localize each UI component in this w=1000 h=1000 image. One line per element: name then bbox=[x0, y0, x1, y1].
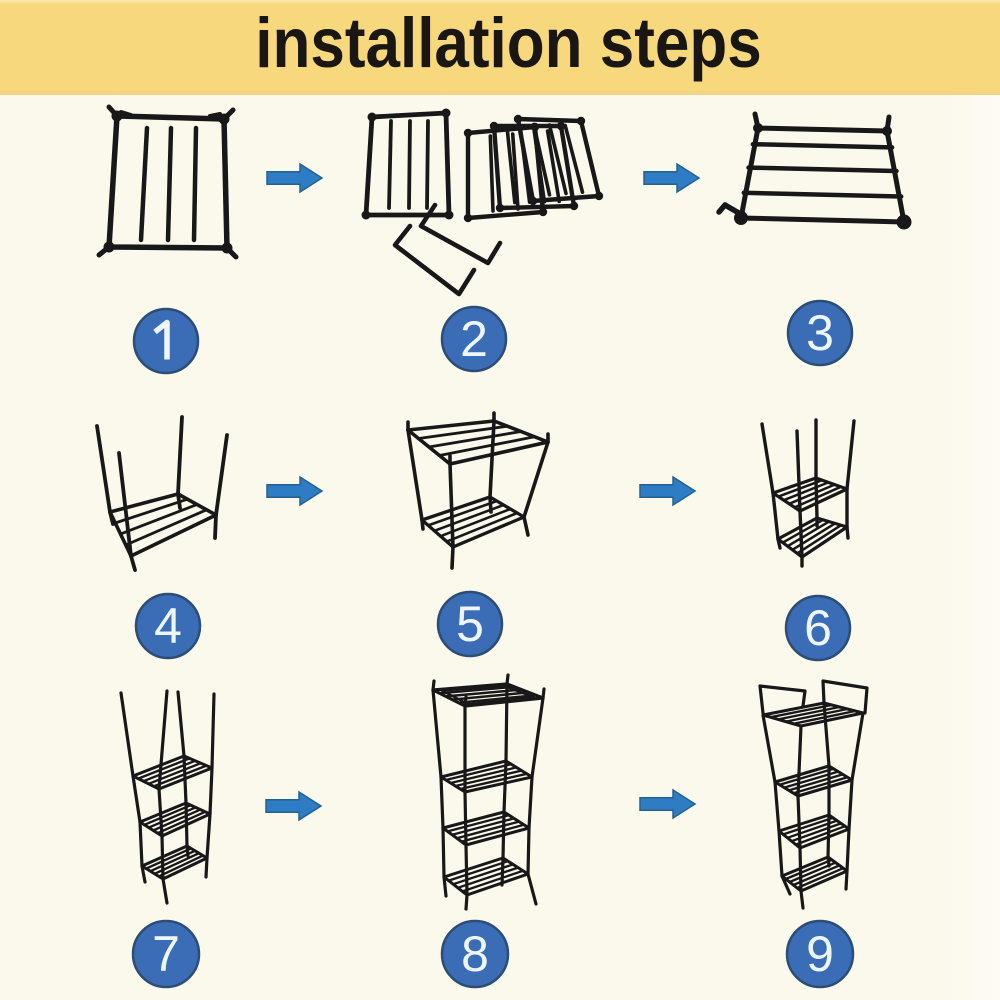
svg-text:2: 2 bbox=[460, 311, 488, 367]
svg-text:4: 4 bbox=[154, 598, 182, 654]
svg-text:9: 9 bbox=[806, 926, 834, 982]
svg-text:3: 3 bbox=[806, 305, 834, 361]
svg-text:6: 6 bbox=[804, 600, 832, 656]
svg-text:5: 5 bbox=[456, 596, 484, 652]
svg-text:8: 8 bbox=[461, 926, 489, 982]
svg-text:7: 7 bbox=[152, 926, 180, 982]
